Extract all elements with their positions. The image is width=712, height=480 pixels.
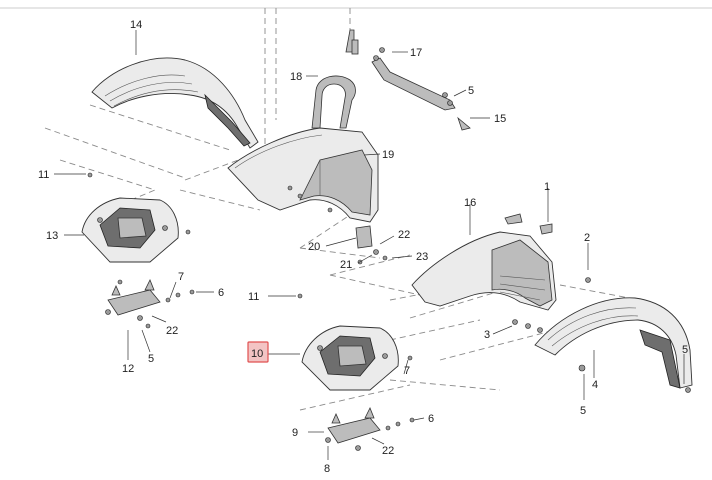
- callout-8[interactable]: 8: [324, 463, 330, 475]
- callout-12[interactable]: 12: [122, 363, 134, 375]
- callout-11-lower[interactable]: 11: [248, 291, 259, 303]
- rear-fender-left: [91, 57, 259, 149]
- callout-4[interactable]: 4: [592, 379, 598, 391]
- callout-5-far-right[interactable]: 5: [682, 344, 688, 356]
- grab-handle: [311, 75, 356, 129]
- callout-3[interactable]: 3: [484, 329, 490, 341]
- callout-5-upper-left[interactable]: 5: [148, 353, 154, 365]
- leader-lines: [54, 30, 685, 460]
- callout-5-lower-right[interactable]: 5: [580, 405, 586, 417]
- callout-9[interactable]: 9: [292, 427, 298, 439]
- main-fender-housing: [227, 127, 379, 223]
- callout-14[interactable]: 14: [130, 19, 142, 31]
- callout-10-highlight[interactable]: [247, 341, 269, 363]
- callout-2[interactable]: 2: [584, 232, 590, 244]
- bolt-7-lower: [407, 355, 413, 361]
- callout-23[interactable]: 23: [416, 251, 428, 263]
- callout-5-top[interactable]: 5: [468, 85, 474, 97]
- callout-6-lower[interactable]: 6: [428, 413, 434, 425]
- step-assembly-upper: [81, 172, 191, 263]
- callout-21[interactable]: 21: [340, 259, 352, 271]
- step-assembly-lower: [301, 325, 399, 391]
- callout-7-lower[interactable]: 7: [404, 365, 410, 377]
- callout-19[interactable]: 19: [382, 149, 394, 161]
- callout-17[interactable]: 17: [410, 47, 422, 59]
- support-bracket-arm: [345, 29, 471, 131]
- washer-set-3: [512, 319, 543, 333]
- bolt-11-upper: [297, 293, 303, 299]
- right-fender-housing: [411, 213, 557, 311]
- rear-fender-right: [534, 277, 693, 393]
- callout-11-upper[interactable]: 11: [38, 169, 49, 181]
- callout-22-lower[interactable]: 22: [382, 445, 394, 457]
- callout-labels: 14 18 19 17 5 15 11 13 7 6 22 12 5 20 22…: [38, 19, 688, 475]
- step-bracket-lower: [325, 407, 415, 451]
- step-bracket-upper: [105, 279, 195, 329]
- callout-22-upper[interactable]: 22: [166, 325, 178, 337]
- callout-15[interactable]: 15: [494, 113, 506, 125]
- callout-22-mid[interactable]: 22: [398, 229, 410, 241]
- callout-10[interactable]: 10: [251, 348, 263, 360]
- callout-16[interactable]: 16: [464, 197, 476, 209]
- callout-20[interactable]: 20: [308, 241, 320, 253]
- callout-7-upper[interactable]: 7: [178, 271, 184, 283]
- callout-13[interactable]: 13: [46, 230, 58, 242]
- callout-18[interactable]: 18: [290, 71, 302, 83]
- callout-6-upper[interactable]: 6: [218, 287, 224, 299]
- callout-1[interactable]: 1: [544, 181, 550, 193]
- mounting-plate-small: [355, 225, 388, 265]
